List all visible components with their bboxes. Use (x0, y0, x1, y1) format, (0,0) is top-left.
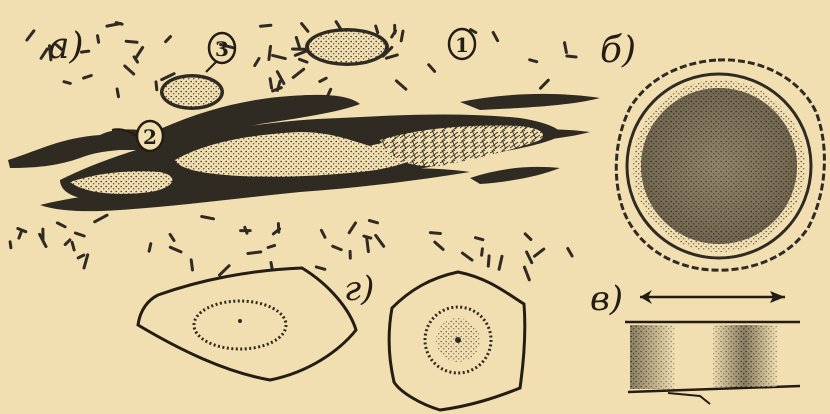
rod-stroke (316, 267, 325, 269)
rod-stroke (270, 79, 272, 88)
rod-stroke (401, 31, 403, 41)
rod-stroke (41, 49, 47, 58)
rod-stroke (376, 26, 378, 33)
rod-stroke (524, 267, 529, 280)
rod-stroke (273, 88, 282, 91)
rod-stroke (269, 46, 271, 59)
panel-v-label: в) (590, 279, 623, 319)
rod-stroke (149, 244, 151, 252)
callout-3-number: 3 (215, 37, 229, 61)
callout-2-number: 2 (143, 125, 157, 149)
rod-stroke (271, 263, 272, 270)
flat-cell-rhombic (138, 268, 356, 380)
rod-stroke (367, 239, 369, 252)
rod-stroke (78, 255, 84, 258)
rod-stroke (568, 249, 572, 257)
flat-cell-polygonal (389, 272, 525, 410)
rod-stroke (429, 65, 435, 72)
panel-a: а) 1 (8, 22, 600, 280)
rod-stroke (567, 56, 576, 57)
rod-stroke (392, 31, 396, 37)
rod-stroke (302, 24, 308, 32)
rod-stroke (170, 247, 181, 252)
panel-b-label: б) (600, 30, 636, 71)
rod-stroke (336, 22, 341, 30)
rod-stroke (95, 215, 107, 222)
callout-1: 1 (449, 29, 475, 59)
rod-stroke (57, 223, 65, 227)
rod-stroke (75, 233, 84, 236)
rod-stroke (295, 51, 306, 55)
rod-stroke (386, 55, 397, 58)
rod-stroke (136, 48, 143, 58)
rod-stroke (296, 38, 299, 48)
rod-stroke (116, 23, 122, 25)
rod-stroke (81, 51, 88, 52)
rod-stroke (202, 217, 214, 219)
fiber-segment (625, 322, 800, 404)
direction-arrow (640, 290, 785, 304)
rod-stroke (430, 233, 440, 234)
rod-stroke (476, 238, 483, 240)
rod-stroke (64, 82, 70, 84)
rod-stroke (84, 76, 92, 79)
rod-stroke (156, 82, 157, 90)
rod-stroke (72, 242, 74, 250)
rod-stroke (333, 246, 342, 250)
oval-granule-3 (160, 74, 224, 110)
rod-stroke (273, 55, 286, 58)
rod-stroke (191, 260, 192, 270)
oval-granule-1 (305, 28, 389, 66)
panel-a-label: а) (48, 26, 84, 67)
rod-stroke (126, 41, 137, 42)
rod-stroke (84, 255, 88, 268)
rod-stroke (166, 37, 171, 42)
callout-1-number: 1 (455, 33, 469, 57)
rod-stroke (369, 221, 377, 223)
rod-stroke (19, 232, 21, 238)
rod-stroke (321, 230, 325, 237)
rod-stroke (27, 31, 34, 40)
rod-stroke (435, 242, 443, 249)
rod-stroke (565, 43, 567, 53)
rod-stroke (493, 33, 497, 41)
rod-stroke (268, 245, 275, 247)
rod-stroke (525, 234, 531, 240)
rod-stroke (320, 78, 326, 81)
rod-stroke (535, 249, 544, 256)
rod-stroke (396, 81, 406, 89)
rod-stroke (541, 80, 549, 88)
rod-stroke (349, 223, 355, 233)
panel-b: б) (600, 30, 824, 270)
rod-stroke (125, 66, 134, 74)
rod-stroke (462, 253, 472, 260)
rod-stroke (98, 36, 99, 43)
rod-stroke (530, 60, 537, 62)
rod-stroke (65, 240, 70, 245)
rod-stroke (170, 234, 174, 240)
rod-stroke (499, 256, 502, 269)
rod-stroke (376, 235, 384, 246)
panel-g: г) (138, 268, 525, 410)
rod-stroke (255, 59, 259, 66)
rod-stroke (117, 89, 118, 97)
round-cell (616, 60, 824, 270)
rod-stroke (293, 69, 304, 77)
panel-v: в) (590, 279, 800, 404)
rod-stroke (50, 46, 51, 60)
rod-stroke (261, 25, 271, 26)
panel-g-label: г) (344, 269, 374, 309)
rod-stroke (220, 266, 230, 275)
rod-stroke (300, 59, 308, 62)
rod-stroke (10, 242, 11, 248)
rod-stroke (18, 229, 26, 232)
callout-3: 3 (206, 33, 235, 72)
rod-stroke (482, 249, 483, 255)
rod-stroke (527, 252, 532, 263)
rod-stroke (248, 252, 261, 254)
rod-stroke (488, 256, 489, 266)
